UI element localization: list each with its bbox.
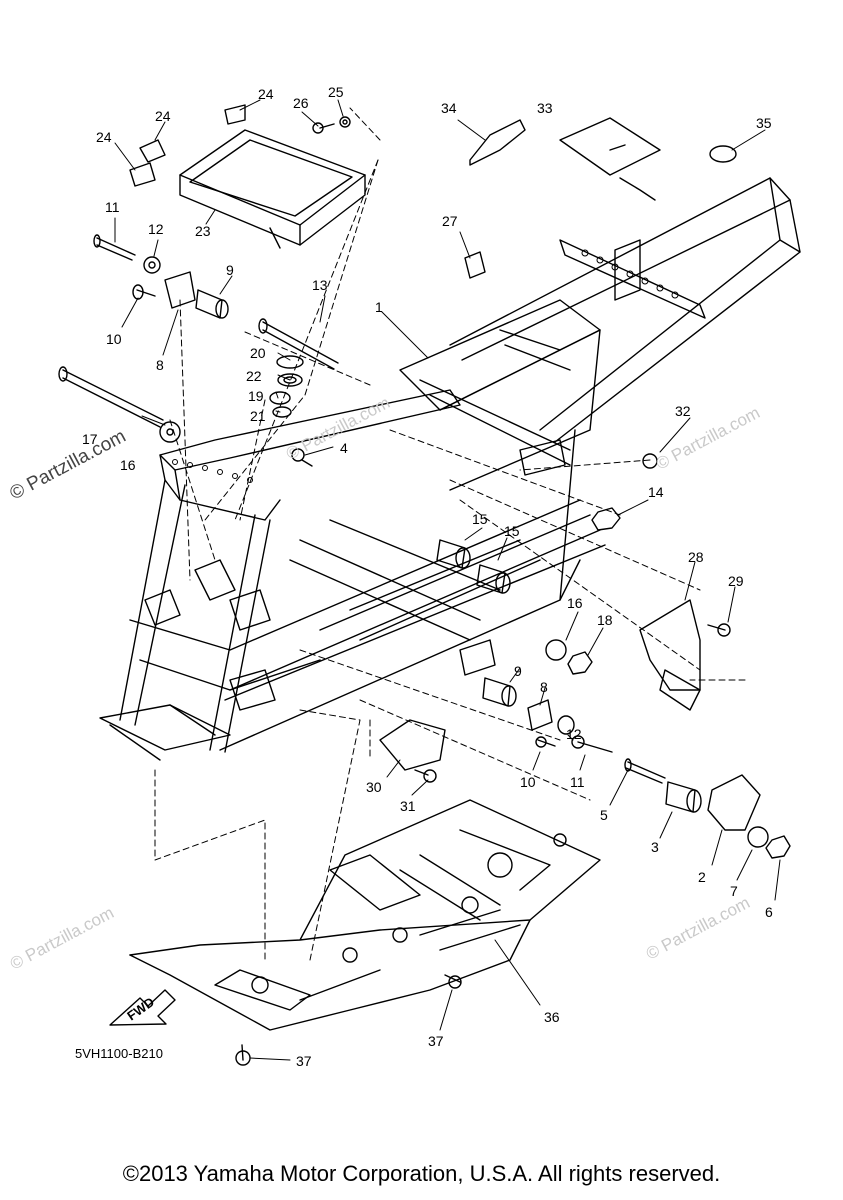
callout-30: 30 [366, 779, 382, 795]
callout-10: 10 [520, 774, 536, 790]
callout-3: 3 [651, 839, 659, 855]
callout-35: 35 [756, 115, 772, 131]
callout-29: 29 [728, 573, 744, 589]
callout-16: 16 [567, 595, 583, 611]
callout-11: 11 [105, 199, 120, 215]
callout-15: 15 [504, 523, 520, 539]
callout-26: 26 [293, 95, 309, 111]
callout-6: 6 [765, 904, 773, 920]
callout-8: 8 [540, 679, 548, 695]
callout-4: 4 [340, 440, 348, 456]
callout-13: 13 [312, 277, 328, 293]
callout-15: 15 [472, 511, 488, 527]
callout-18: 18 [597, 612, 613, 628]
callout-numbers: 1 2 3 4 5 6 7 8 8 9 9 10 10 11 11 12 12 … [82, 84, 773, 1069]
callout-22: 22 [246, 368, 262, 384]
leader-lines [154, 107, 746, 961]
callout-33: 33 [537, 100, 553, 116]
callout-10: 10 [106, 331, 122, 347]
callout-37: 37 [428, 1033, 444, 1049]
callout-12: 12 [566, 726, 582, 742]
watermark-left-bottom: © Partzilla.com [7, 903, 117, 974]
callout-32: 32 [675, 403, 691, 419]
part-code: 5VH1100-B210 [75, 1046, 163, 1061]
callout-5: 5 [600, 807, 608, 823]
callout-2: 2 [698, 869, 706, 885]
copyright-footer: ©2013 Yamaha Motor Corporation, U.S.A. A… [122, 1161, 721, 1186]
callout-14: 14 [648, 484, 664, 500]
callout-17: 17 [82, 431, 98, 447]
callout-9: 9 [514, 663, 522, 679]
accessories [469, 117, 737, 176]
callout-19: 19 [248, 388, 264, 404]
callout-23: 23 [195, 223, 211, 239]
hardware [58, 234, 791, 859]
callout-28: 28 [688, 549, 704, 565]
seat-bracket [129, 104, 366, 249]
callout-27: 27 [442, 213, 458, 229]
callout-24: 24 [258, 86, 274, 102]
main-frame [99, 177, 801, 761]
callout-1: 1 [375, 299, 383, 315]
fwd-label: FWD [124, 994, 157, 1023]
callout-12: 12 [148, 221, 164, 237]
watermark-main: © Partzilla.com [6, 426, 129, 505]
callout-25: 25 [328, 84, 344, 100]
callout-9: 9 [226, 262, 234, 278]
callout-7: 7 [730, 883, 738, 899]
callout-8: 8 [156, 357, 164, 373]
callout-36: 36 [544, 1009, 560, 1025]
callout-16: 16 [120, 457, 136, 473]
callout-31: 31 [400, 798, 416, 814]
callout-37: 37 [296, 1053, 312, 1069]
callout-leaders [114, 99, 781, 1061]
callout-11: 11 [570, 774, 585, 790]
callout-24: 24 [96, 129, 112, 145]
watermark-center: © Partzilla.com [283, 393, 393, 464]
callout-21: 21 [250, 408, 266, 424]
watermark-right-bottom: © Partzilla.com [643, 893, 753, 964]
callout-20: 20 [250, 345, 266, 361]
callout-34: 34 [441, 100, 457, 116]
fwd-arrow [109, 989, 176, 1026]
skid-plate [129, 799, 601, 1066]
callout-24: 24 [155, 108, 171, 124]
watermark-right-top: © Partzilla.com [653, 403, 763, 474]
